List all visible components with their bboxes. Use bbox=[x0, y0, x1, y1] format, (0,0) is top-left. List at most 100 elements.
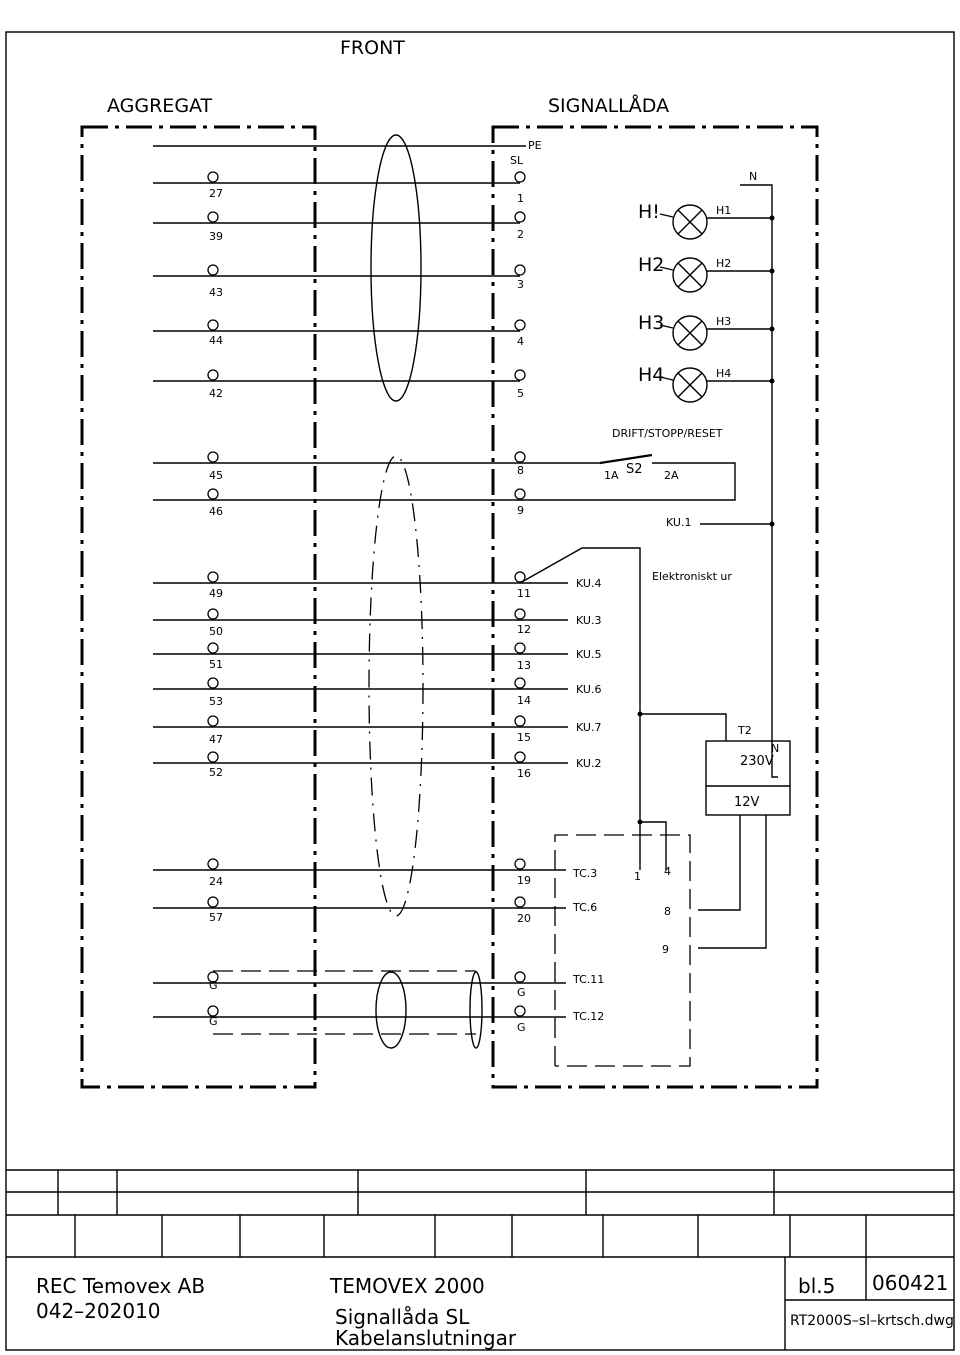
left-terminal bbox=[207, 971, 219, 983]
right-terminal bbox=[514, 751, 526, 763]
cable-bundle-2 bbox=[368, 455, 424, 917]
lamp-cross bbox=[677, 209, 703, 235]
transformer-box bbox=[705, 740, 791, 816]
left-terminal-label: 57 bbox=[209, 911, 223, 924]
transformer-name: T2 bbox=[737, 724, 752, 737]
left-terminal-label: 53 bbox=[209, 695, 223, 708]
product-name: TEMOVEX 2000 bbox=[329, 1274, 485, 1298]
left-terminal bbox=[207, 451, 219, 463]
secondary-wire-2 bbox=[698, 815, 767, 949]
tc-pin-8: 8 bbox=[664, 905, 671, 918]
tc-label-2: TC.6 bbox=[572, 901, 597, 914]
tc-pin-9: 9 bbox=[662, 943, 669, 956]
tc-pin-4: 4 bbox=[664, 865, 671, 878]
transformer-secondary: 12V bbox=[734, 795, 760, 810]
pe-label: PE bbox=[528, 139, 542, 152]
tc-pin-1: 1 bbox=[634, 870, 641, 883]
left-terminal-label: G bbox=[209, 1015, 218, 1028]
left-terminal bbox=[207, 488, 219, 500]
drawing-title: Signallåda SL bbox=[335, 1305, 470, 1329]
right-terminal bbox=[514, 677, 526, 689]
lamp-label: H3 bbox=[638, 312, 664, 334]
left-terminal-label: 47 bbox=[209, 733, 223, 746]
right-terminal bbox=[514, 171, 526, 183]
lamp-tag: H1 bbox=[716, 204, 731, 217]
tc-label-1: TC.3 bbox=[572, 867, 597, 880]
company-name: REC Temovex AB bbox=[36, 1274, 205, 1298]
right-terminal-label: 4 bbox=[517, 335, 524, 348]
left-terminal-label: 51 bbox=[209, 658, 223, 671]
left-terminal-label: 49 bbox=[209, 587, 223, 600]
transformer-n: N bbox=[771, 742, 779, 755]
right-terminal bbox=[514, 369, 526, 381]
right-terminal bbox=[514, 608, 526, 620]
lamp-tag: H2 bbox=[716, 257, 731, 270]
right-terminal bbox=[514, 264, 526, 276]
ku-label: KU.5 bbox=[576, 648, 601, 661]
tc-box bbox=[554, 834, 691, 1067]
ku-label: KU.7 bbox=[576, 721, 601, 734]
right-terminal-label: G bbox=[517, 1021, 526, 1034]
right-terminal-label: 1 bbox=[517, 192, 524, 205]
lamp-junction bbox=[769, 326, 775, 332]
timer-title: Elektroniskt ur bbox=[652, 570, 732, 583]
sheet-border bbox=[5, 31, 955, 1351]
left-terminal bbox=[207, 171, 219, 183]
lamp-label: H4 bbox=[638, 364, 664, 386]
right-terminal-label: G bbox=[517, 986, 526, 999]
cable-bundle-3 bbox=[375, 971, 407, 1049]
right-terminal-label: 13 bbox=[517, 659, 531, 672]
lamp-label: H2 bbox=[638, 254, 664, 276]
switch-pin-b: 2A bbox=[664, 469, 679, 482]
lamp-icon bbox=[672, 257, 708, 293]
lamp-junction bbox=[769, 268, 775, 274]
ku-label: KU.3 bbox=[576, 614, 601, 627]
left-terminal bbox=[207, 1005, 219, 1017]
right-terminal bbox=[514, 896, 526, 908]
left-terminal bbox=[207, 264, 219, 276]
left-terminal bbox=[207, 571, 219, 583]
switch-title: DRIFT/STOPP/RESET bbox=[612, 427, 723, 440]
left-terminal-label: 24 bbox=[209, 875, 223, 888]
right-terminal bbox=[514, 211, 526, 223]
lamp-junction bbox=[769, 215, 775, 221]
drawing-number: 042–202010 bbox=[36, 1299, 161, 1323]
ku-label: KU.4 bbox=[576, 577, 601, 590]
right-terminal-label: 3 bbox=[517, 278, 524, 291]
signallada-label: SIGNALLÅDA bbox=[548, 94, 669, 117]
lamp-icon bbox=[672, 315, 708, 351]
cable-bundle-1 bbox=[370, 134, 422, 402]
switch-name: S2 bbox=[626, 462, 643, 477]
ku-label: KU.6 bbox=[576, 683, 601, 696]
tc-label-4: TC.12 bbox=[572, 1010, 604, 1023]
lamp-cross bbox=[677, 320, 703, 346]
right-terminal-label: 14 bbox=[517, 694, 531, 707]
left-terminal bbox=[207, 715, 219, 727]
lamp-lead-in bbox=[659, 376, 674, 381]
right-terminal-label: 20 bbox=[517, 912, 531, 925]
timer-to-transformer bbox=[640, 713, 727, 741]
left-terminal-label: 44 bbox=[209, 334, 223, 347]
left-terminal bbox=[207, 858, 219, 870]
right-terminal bbox=[514, 1005, 526, 1017]
sheet-number: bl.5 bbox=[798, 1274, 835, 1298]
tc-link bbox=[640, 821, 667, 870]
left-terminal bbox=[207, 369, 219, 381]
right-terminal bbox=[514, 642, 526, 654]
sl-label: SL bbox=[510, 154, 524, 167]
timer-contact bbox=[519, 547, 641, 714]
drawing-date: 060421 bbox=[872, 1271, 948, 1295]
aggregat-enclosure bbox=[80, 125, 317, 1089]
lamp-cross bbox=[677, 372, 703, 398]
right-terminal-label: 16 bbox=[517, 767, 531, 780]
left-terminal bbox=[207, 677, 219, 689]
lamp-lead-in bbox=[659, 213, 674, 218]
right-terminal-label: 8 bbox=[517, 464, 524, 477]
right-terminal bbox=[514, 319, 526, 331]
left-terminal-label: 27 bbox=[209, 187, 223, 200]
lamp-tag: H4 bbox=[716, 367, 731, 380]
right-terminal bbox=[514, 858, 526, 870]
